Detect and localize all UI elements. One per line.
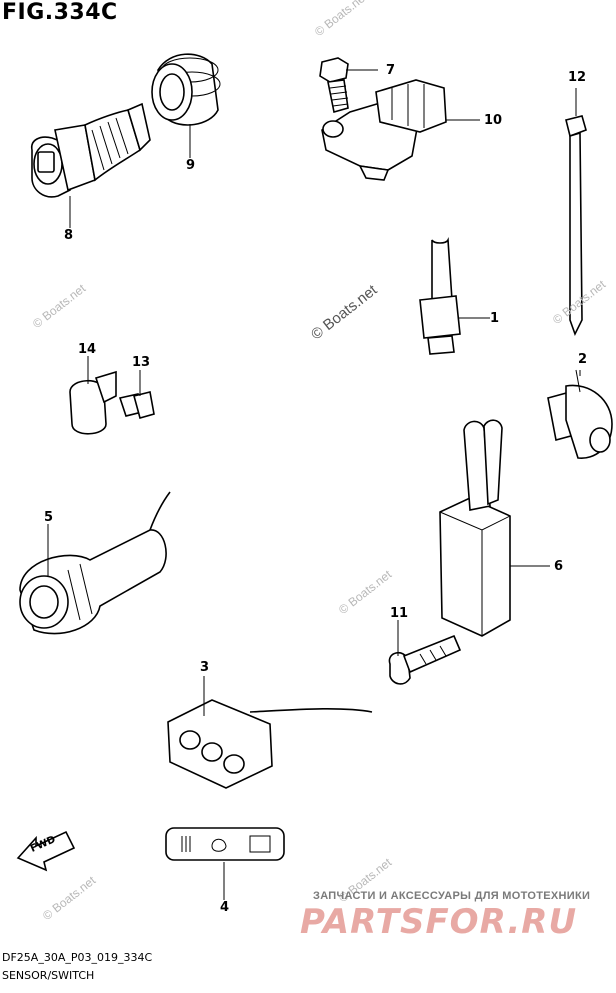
part-3-switch (167, 699, 373, 789)
callout-7: 7 (386, 63, 396, 78)
part-14-clamp (69, 370, 117, 435)
part-11-bolt (388, 634, 462, 685)
fwd-arrow (16, 830, 76, 872)
part-9-grommet (151, 53, 221, 126)
callout-4: 4 (220, 900, 230, 915)
brand-logo: PARTSFOR.RU (300, 902, 578, 942)
callout-12: 12 (568, 70, 587, 85)
footer-code: DF25A_30A_P03_019_334C (2, 951, 153, 964)
footer-name: SENSOR/SWITCH (2, 969, 95, 982)
leader-lines (47, 69, 581, 900)
part-2-pressure-switch (547, 369, 613, 459)
part-1-temp-sensor (419, 237, 461, 355)
part-13-small-bolt (118, 391, 155, 419)
part-6-module (439, 419, 511, 637)
part-5-sensor (19, 491, 171, 635)
callout-13: 13 (132, 355, 151, 370)
callout-10: 10 (484, 113, 503, 128)
part-12-cable-tie (565, 92, 587, 337)
part-4-label-plate (165, 827, 285, 861)
callout-6: 6 (554, 559, 564, 574)
part-7-bolt (319, 57, 349, 114)
callout-9: 9 (186, 158, 196, 173)
callout-2: 2 (578, 352, 588, 367)
callout-1: 1 (490, 311, 500, 326)
callout-5: 5 (44, 510, 54, 525)
callout-3: 3 (200, 660, 210, 675)
part-10-map-sensor (321, 79, 447, 181)
callout-8: 8 (64, 228, 74, 243)
part-8-sensor-plug (30, 102, 151, 198)
brand-subtitle: ЗАПЧАСТИ И АКСЕССУАРЫ ДЛЯ МОТОТЕХНИКИ (313, 890, 591, 902)
callout-14: 14 (78, 342, 97, 357)
callout-11: 11 (390, 606, 409, 621)
figure-title: FIG.334C (2, 0, 118, 25)
